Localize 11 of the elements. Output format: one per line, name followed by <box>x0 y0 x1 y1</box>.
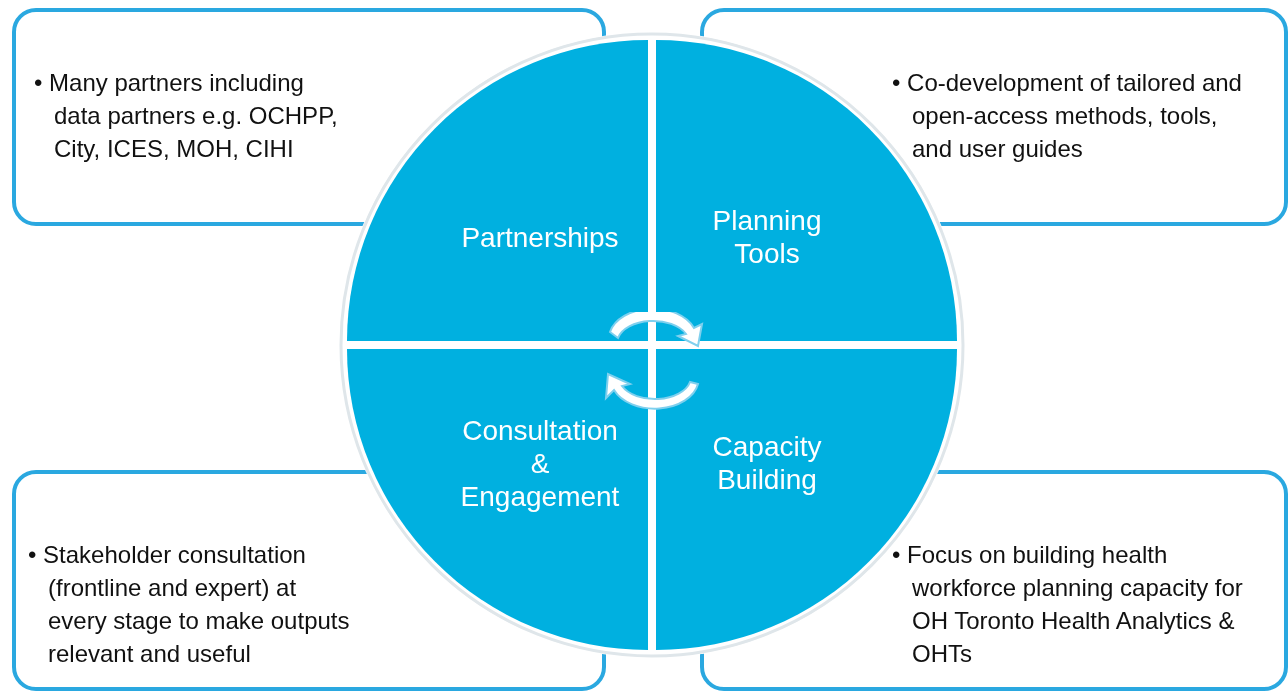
bullet-text: • Many partners including data partners e.g. OCHPP, City, ICES, MOH, CIHI <box>34 68 339 164</box>
text-card <box>12 8 606 226</box>
segment-label: Consultation & Engagement <box>459 413 621 513</box>
text-card <box>700 470 1288 691</box>
bullet-text: • Focus on building health workforce planning capacity for OH Toronto Health Analytics & OHTs <box>892 540 1244 669</box>
bullet-text: • Stakeholder consultation (frontline and expert) at every stage to make outputs relevant and useful <box>28 540 351 669</box>
segment-label: Planning Tools <box>711 204 823 270</box>
bullet-text: • Co-development of tailored and open-access methods, tools, and user guides <box>892 68 1243 164</box>
segment-label: Partnerships <box>460 220 620 254</box>
segment-label: Capacity Building <box>711 430 823 496</box>
quadrant-segment <box>347 40 648 341</box>
